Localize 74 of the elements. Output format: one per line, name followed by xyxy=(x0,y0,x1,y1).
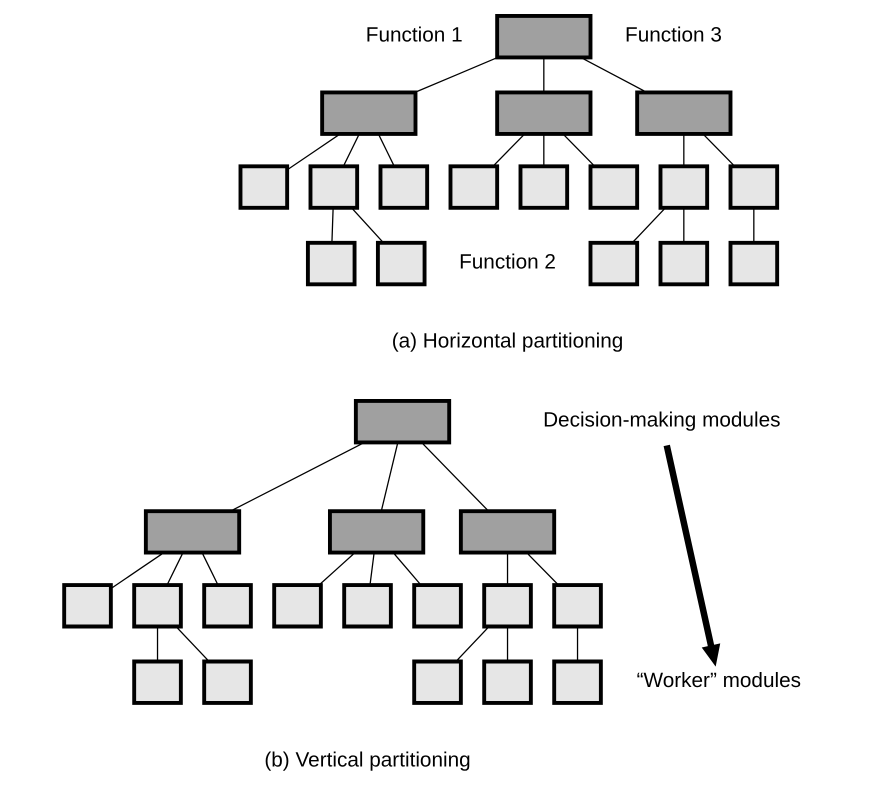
connector xyxy=(456,626,490,662)
label: (b) Vertical partitioning xyxy=(264,748,471,772)
node-box xyxy=(588,240,640,286)
connector xyxy=(753,208,754,242)
connector xyxy=(506,626,508,662)
node-box xyxy=(376,240,426,286)
node-box xyxy=(328,509,426,555)
node-box xyxy=(658,240,710,286)
node-box xyxy=(482,583,533,628)
node-box xyxy=(658,164,710,210)
node-box xyxy=(272,583,323,628)
node-box xyxy=(495,14,592,60)
connector xyxy=(683,208,684,242)
node-box xyxy=(482,660,533,705)
node-box xyxy=(320,90,418,136)
connector xyxy=(526,552,559,586)
node-box xyxy=(588,164,640,210)
node-box xyxy=(635,90,732,136)
connector xyxy=(421,442,489,512)
label: (a) Horizontal partitioning xyxy=(392,330,624,353)
connector xyxy=(331,208,334,242)
connector xyxy=(632,208,666,243)
connector xyxy=(286,133,340,170)
node-box xyxy=(132,660,183,705)
node-box xyxy=(552,583,603,628)
node-box xyxy=(728,164,780,210)
node-box xyxy=(728,240,780,286)
connector xyxy=(543,58,544,92)
node-box xyxy=(412,583,463,628)
node-text: “Worker” modules xyxy=(636,669,802,692)
label: Function 2 xyxy=(459,250,556,274)
connector xyxy=(318,552,356,586)
connector xyxy=(342,134,360,167)
connector xyxy=(580,57,647,93)
connector xyxy=(415,56,498,93)
node-box xyxy=(458,509,556,555)
label: Function 1 xyxy=(366,24,463,47)
node-box xyxy=(378,164,430,210)
connector xyxy=(176,626,210,662)
connector xyxy=(562,133,596,167)
node-box xyxy=(412,660,463,705)
node-box xyxy=(238,164,290,210)
connector xyxy=(543,134,544,166)
connector xyxy=(576,626,578,662)
connector xyxy=(110,552,164,590)
connector xyxy=(380,442,398,512)
connector xyxy=(392,552,422,586)
node-box xyxy=(342,583,393,628)
node-box xyxy=(552,660,603,705)
connector xyxy=(202,552,219,586)
arrow xyxy=(664,444,720,667)
node-box xyxy=(306,240,356,286)
node-box xyxy=(518,164,570,210)
connector xyxy=(369,552,375,586)
connector xyxy=(166,552,184,586)
connector xyxy=(230,442,365,512)
connector xyxy=(683,134,684,166)
node-box xyxy=(448,164,500,210)
node-box xyxy=(132,583,183,628)
label: Function 3 xyxy=(625,24,722,47)
node-box xyxy=(495,90,592,136)
node-box xyxy=(144,509,242,555)
node-box xyxy=(202,660,253,705)
connector xyxy=(378,134,395,167)
connector xyxy=(351,208,384,243)
node-box xyxy=(308,164,360,210)
node-box xyxy=(354,399,452,444)
node-text: Decision-making modules xyxy=(543,408,780,432)
node-box xyxy=(62,583,113,628)
connector xyxy=(702,133,736,167)
connector xyxy=(492,133,526,167)
connector xyxy=(506,552,508,585)
connector xyxy=(156,626,158,662)
node-box xyxy=(202,583,253,628)
